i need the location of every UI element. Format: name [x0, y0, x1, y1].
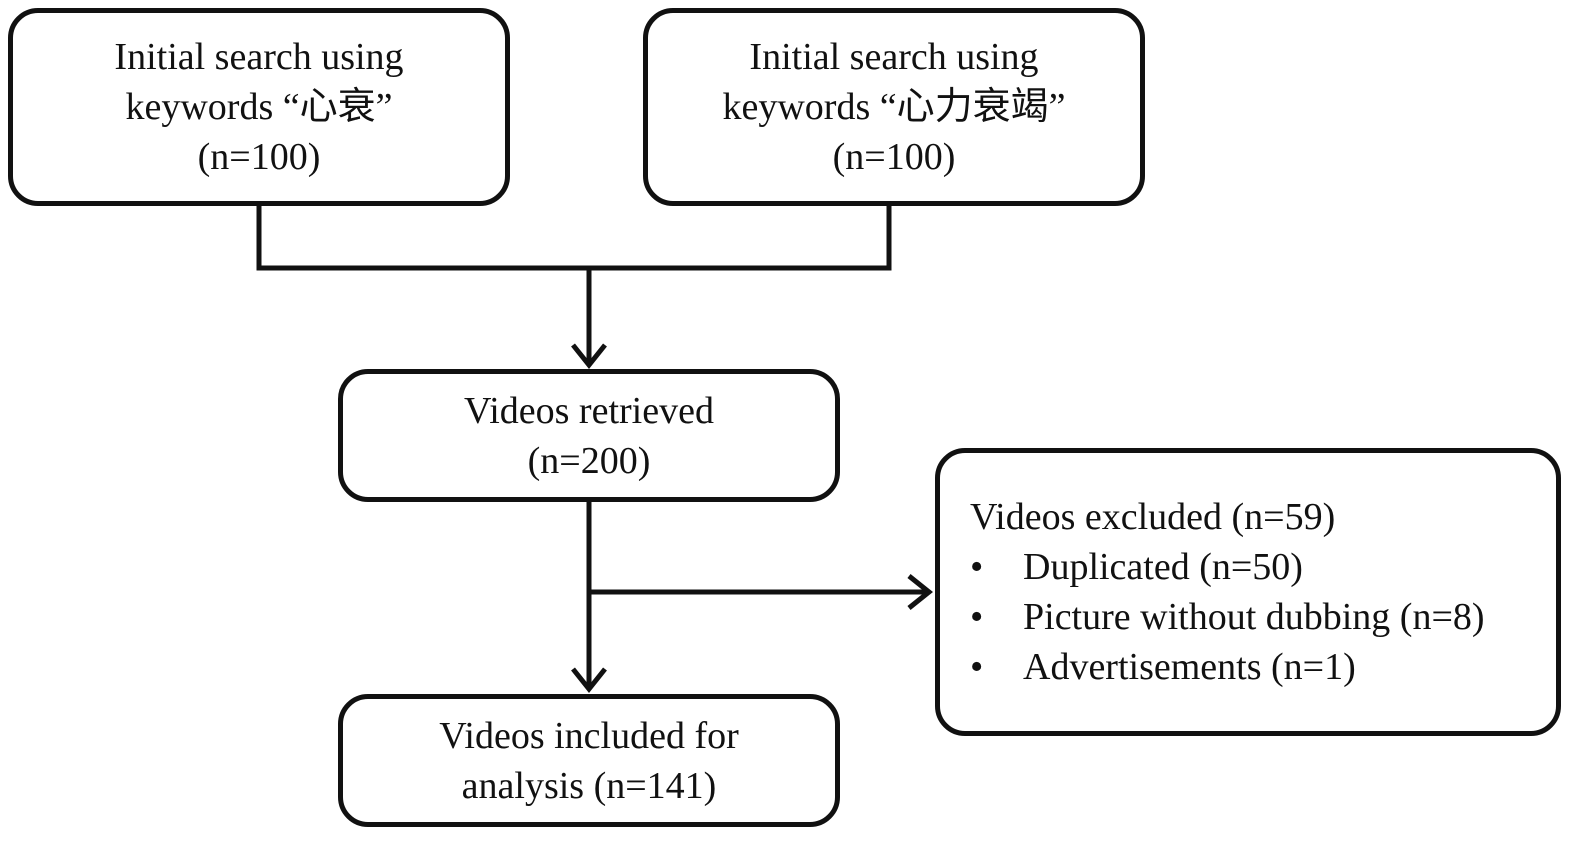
- initial-search-box-2: Initial search using keywords “心力衰竭” (n=…: [643, 8, 1145, 206]
- videos-retrieved-box: Videos retrieved (n=200): [338, 369, 840, 502]
- exclusion-reason-advertisements: • Advertisements (n=1): [970, 642, 1485, 692]
- bullet-icon: •: [970, 646, 984, 688]
- search-1-line-3: (n=100): [197, 136, 321, 178]
- retrieved-line-1: Videos retrieved: [464, 389, 714, 432]
- arrowhead-to-excluded: [907, 574, 934, 610]
- search-1-line-1: Initial search using: [114, 36, 404, 78]
- included-line-1: Videos included for: [439, 714, 739, 757]
- exclusion-reasons-list: • Duplicated (n=50) • Picture without du…: [970, 542, 1485, 692]
- exclusion-reason-label: Duplicated (n=50): [1023, 546, 1303, 588]
- included-line-2: analysis (n=141): [461, 764, 717, 807]
- exclusion-reason-label: Advertisements (n=1): [1023, 646, 1356, 688]
- videos-included-box: Videos included for analysis (n=141): [338, 694, 840, 827]
- videos-excluded-box: Videos excluded (n=59) • Duplicated (n=5…: [935, 448, 1561, 736]
- exclusion-reason-duplicated: • Duplicated (n=50): [970, 542, 1485, 592]
- retrieved-line-2: (n=200): [527, 439, 651, 482]
- excluded-title: Videos excluded (n=59): [970, 496, 1336, 538]
- bullet-icon: •: [970, 596, 984, 638]
- initial-search-box-1: Initial search using keywords “心衰” (n=10…: [8, 8, 510, 206]
- search-2-line-3: (n=100): [832, 136, 956, 178]
- bullet-icon: •: [970, 546, 984, 588]
- arrowhead-to-included: [571, 667, 607, 694]
- arrowhead-to-retrieved: [571, 343, 607, 370]
- search-1-line-2: keywords “心衰”: [125, 86, 393, 128]
- exclusion-reason-label: Picture without dubbing (n=8): [1023, 596, 1485, 638]
- search-2-line-1: Initial search using: [749, 36, 1039, 78]
- search-2-line-2: keywords “心力衰竭”: [722, 86, 1066, 128]
- exclusion-reason-no-dubbing: • Picture without dubbing (n=8): [970, 592, 1485, 642]
